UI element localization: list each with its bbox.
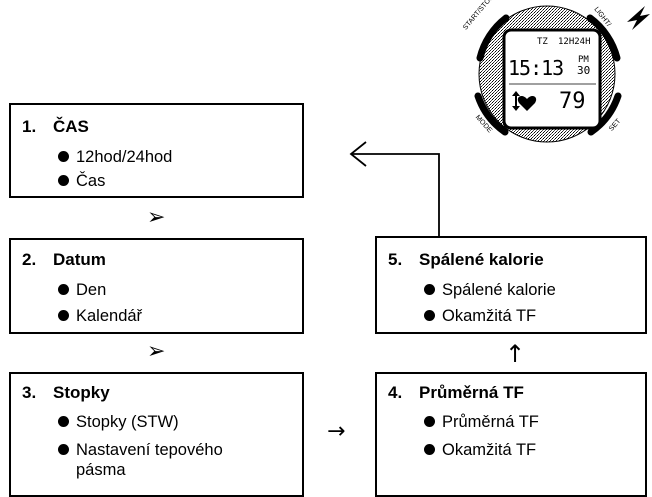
list-item-label: Den <box>76 281 107 299</box>
bullet-icon <box>58 444 69 455</box>
indicator-tz: TZ <box>537 37 548 47</box>
arrow-up-4-5: ↑ <box>505 340 526 368</box>
indicator-12h24h: 12H24H <box>558 37 591 47</box>
box-datum-label: Datum <box>53 250 106 269</box>
watch-time: 15:13 <box>508 56 564 80</box>
box-spalene-kalorie-label: Spálené kalorie <box>419 250 544 269</box>
box-spalene-kalorie[interactable] <box>375 236 647 334</box>
list-item: Okamžitá TF <box>424 440 536 460</box>
list-item-label: Průměrná TF <box>442 413 539 431</box>
updown-icon <box>512 91 520 111</box>
bullet-icon <box>424 416 435 427</box>
list-item: Den <box>58 280 106 300</box>
mode-button[interactable] <box>474 92 509 136</box>
box-stopky[interactable] <box>9 372 304 497</box>
connector-5-to-1 <box>351 153 440 236</box>
bullet-icon <box>58 416 69 427</box>
connector-arrowhead <box>349 141 367 167</box>
list-item: 12hod/24hod <box>58 147 172 167</box>
bullet-icon <box>424 444 435 455</box>
box-cas-title: 1. ČAS <box>22 117 89 137</box>
list-item-label: Okamžitá TF <box>442 441 537 459</box>
watch-seconds: 30 <box>577 64 591 77</box>
box-spalene-kalorie-title: 5. Spálené kalorie <box>388 250 544 270</box>
set-button[interactable] <box>587 92 622 136</box>
list-item: Kalendář <box>58 306 142 326</box>
list-item-label: Spálené kalorie <box>442 281 556 299</box>
bullet-icon <box>58 175 69 186</box>
box-datum-title: 2. Datum <box>22 250 106 270</box>
list-item-label: Stopky (STW) <box>76 413 179 431</box>
box-stopky-number: 3. <box>22 383 37 402</box>
list-item: Nastavení tepového <box>58 440 223 460</box>
box-cas-number: 1. <box>22 117 37 136</box>
bullet-icon <box>424 310 435 321</box>
arrow-right-3-4: → <box>327 419 346 444</box>
box-prumerna-tf-title: 4. Průměrná TF <box>388 383 524 403</box>
bullet-icon <box>58 151 69 162</box>
list-item-label: Nastavení tepového <box>76 441 223 459</box>
list-item-label: Okamžitá TF <box>442 307 537 325</box>
list-item: Okamžitá TF <box>424 306 536 326</box>
box-stopky-title: 3. Stopky <box>22 383 110 403</box>
box-cas-label: ČAS <box>53 117 89 136</box>
list-item: Čas <box>58 171 105 191</box>
arrow-down-2-3: ➢ <box>147 339 166 364</box>
watch-ampm: PM <box>578 55 589 65</box>
arrow-down-1-2: ➢ <box>147 205 166 230</box>
box-prumerna-tf-number: 4. <box>388 383 403 402</box>
updown-icon-stem <box>515 96 517 106</box>
list-item: Stopky (STW) <box>58 412 179 432</box>
start-stop-button[interactable] <box>476 14 510 62</box>
list-item-label: Čas <box>76 172 106 190</box>
light-signal-icon <box>627 6 650 30</box>
bullet-icon <box>58 284 69 295</box>
list-item: Spálené kalorie <box>424 280 556 300</box>
light-button[interactable] <box>586 14 621 62</box>
bullet-icon <box>58 310 69 321</box>
box-stopky-label: Stopky <box>53 383 110 402</box>
list-item-label: 12hod/24hod <box>76 148 173 166</box>
list-item: Průměrná TF <box>424 412 539 432</box>
heart-icon <box>517 96 537 111</box>
box-prumerna-tf-label: Průměrná TF <box>419 383 524 402</box>
box-prumerna-tf[interactable] <box>375 372 647 497</box>
list-item-label: Kalendář <box>76 307 143 325</box>
box-cas[interactable] <box>9 103 304 198</box>
box-datum-number: 2. <box>22 250 37 269</box>
list-item-continuation: pásma <box>76 461 126 479</box>
watch-heart-value: 79 <box>559 89 586 114</box>
box-spalene-kalorie-number: 5. <box>388 250 403 269</box>
bullet-icon <box>424 284 435 295</box>
